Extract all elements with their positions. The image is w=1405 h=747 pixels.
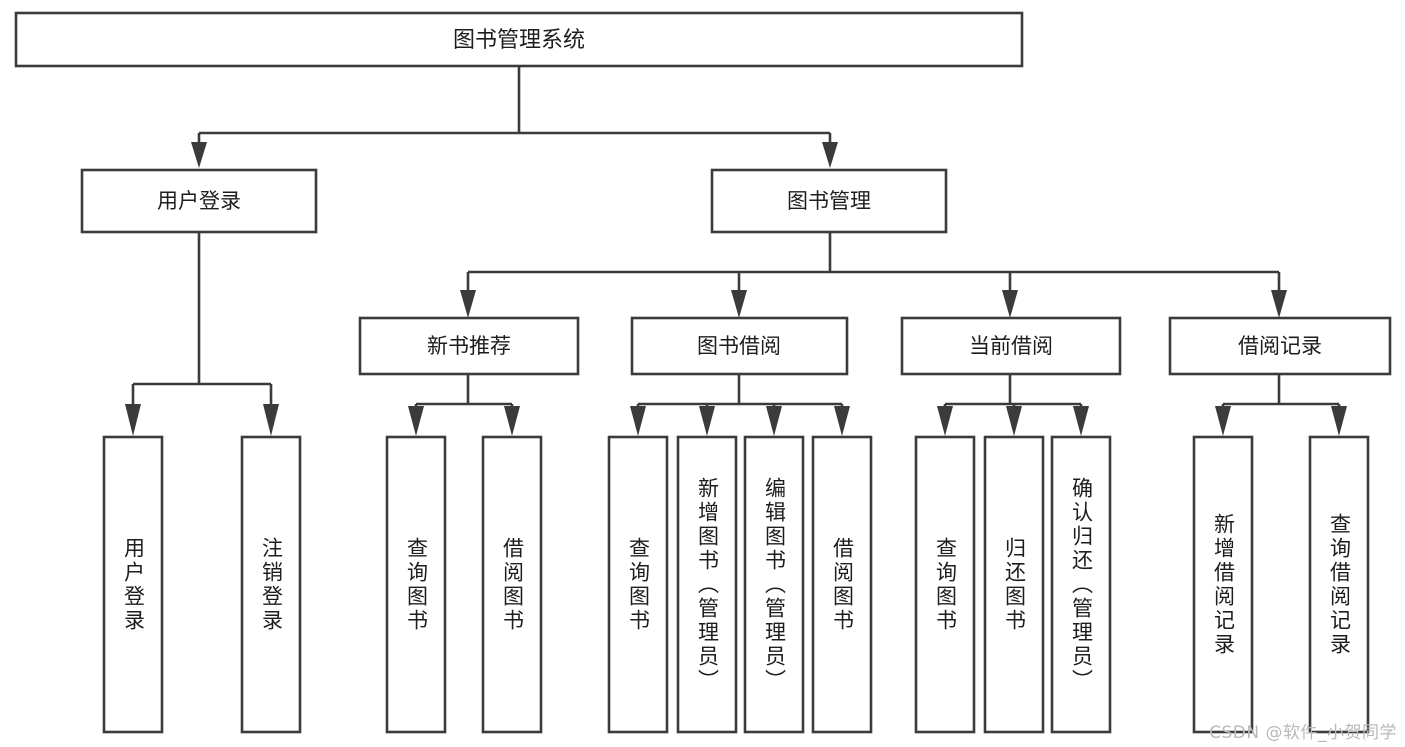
leaf-box-add-book[interactable] [676, 435, 738, 734]
arrowhead-bb-leaf-4 [834, 406, 850, 436]
leaf-box-query-book-1[interactable] [385, 435, 447, 734]
connector-group-user-login-to-leaves [125, 232, 279, 436]
node-current-borrow[interactable]: 当前借阅 [900, 316, 1122, 376]
leaf-boxes-new-book-recommend [385, 435, 543, 734]
leaf-box-edit-book[interactable] [743, 435, 805, 734]
node-book-borrow-label: 图书借阅 [697, 334, 781, 358]
node-book-borrow-box[interactable] [630, 316, 849, 376]
connector-group-book-borrow-to-leaves [630, 374, 850, 436]
leaf-box-user-logout[interactable] [240, 435, 302, 734]
node-new-book-recommend-label: 新书推荐 [427, 334, 511, 358]
leaf-box-query-book-3[interactable] [914, 435, 976, 734]
leaf-boxes-user-login [102, 435, 302, 734]
arrowhead-br-leaf-1 [1215, 406, 1231, 436]
arrowhead-cb-leaf-1 [937, 406, 953, 436]
node-borrow-record-label: 借阅记录 [1238, 334, 1322, 358]
node-current-borrow-box[interactable] [900, 316, 1122, 376]
node-user-login[interactable]: 用户登录 [80, 168, 318, 234]
node-user-login-box[interactable] [80, 168, 318, 234]
arrowhead-root-to-user-login [191, 142, 207, 168]
leaf-box-confirm-return[interactable] [1050, 435, 1112, 734]
node-current-borrow-label: 当前借阅 [969, 334, 1053, 358]
arrowhead-root-to-book-management [822, 142, 838, 168]
node-borrow-record-box[interactable] [1168, 316, 1392, 376]
node-book-borrow[interactable]: 图书借阅 [630, 316, 849, 376]
arrowhead-bb-leaf-2 [699, 406, 715, 436]
connector-group-root-to-level2 [191, 66, 838, 168]
arrowhead-cb-leaf-3 [1073, 406, 1089, 436]
arrowhead-bm-to-borrow-record [1271, 290, 1287, 318]
arrowhead-bm-to-new-book-recommend [460, 290, 476, 318]
arrowhead-bb-leaf-1 [630, 406, 646, 436]
node-book-management-label: 图书管理 [787, 189, 871, 213]
arrowhead-user-login-leaf-2 [263, 404, 279, 436]
watermark-text: CSDN @软件_小贺同学 [1209, 723, 1397, 743]
node-book-management[interactable]: 图书管理 [710, 168, 948, 234]
leaf-boxes-book-borrow [607, 435, 873, 734]
leaf-box-borrow-book-2[interactable] [811, 435, 873, 734]
node-root-box[interactable] [14, 11, 1024, 68]
arrowhead-bb-leaf-3 [766, 406, 782, 436]
arrowhead-nbr-leaf-2 [504, 406, 520, 436]
arrowhead-nbr-leaf-1 [408, 406, 424, 436]
node-book-management-box[interactable] [710, 168, 948, 234]
leaf-box-add-record[interactable] [1192, 435, 1254, 734]
connector-group-current-borrow-to-leaves [937, 374, 1089, 436]
leaf-boxes-current-borrow [914, 435, 1112, 734]
arrowhead-bm-to-current-borrow [1002, 290, 1018, 318]
node-new-book-recommend-box[interactable] [358, 316, 580, 376]
leaf-box-return-book[interactable] [983, 435, 1045, 734]
connector-group-new-book-recommend-to-leaves [408, 374, 520, 436]
node-root[interactable]: 图书管理系统 [14, 11, 1024, 68]
leaf-box-query-book-2[interactable] [607, 435, 669, 734]
node-user-login-label: 用户登录 [157, 189, 241, 213]
node-borrow-record[interactable]: 借阅记录 [1168, 316, 1392, 376]
leaf-box-borrow-book-1[interactable] [481, 435, 543, 734]
leaf-box-query-record[interactable] [1308, 435, 1370, 734]
leaf-boxes-borrow-record [1192, 435, 1370, 734]
arrowhead-bm-to-book-borrow [731, 290, 747, 318]
connector-group-borrow-record-to-leaves [1215, 374, 1347, 436]
node-new-book-recommend[interactable]: 新书推荐 [358, 316, 580, 376]
arrowhead-user-login-leaf-1 [125, 404, 141, 436]
connector-group-book-management-to-level3 [460, 232, 1287, 318]
arrowhead-br-leaf-2 [1331, 406, 1347, 436]
leaf-box-user-login[interactable] [102, 435, 164, 734]
arrowhead-cb-leaf-2 [1006, 406, 1022, 436]
node-root-label: 图书管理系统 [453, 28, 585, 53]
